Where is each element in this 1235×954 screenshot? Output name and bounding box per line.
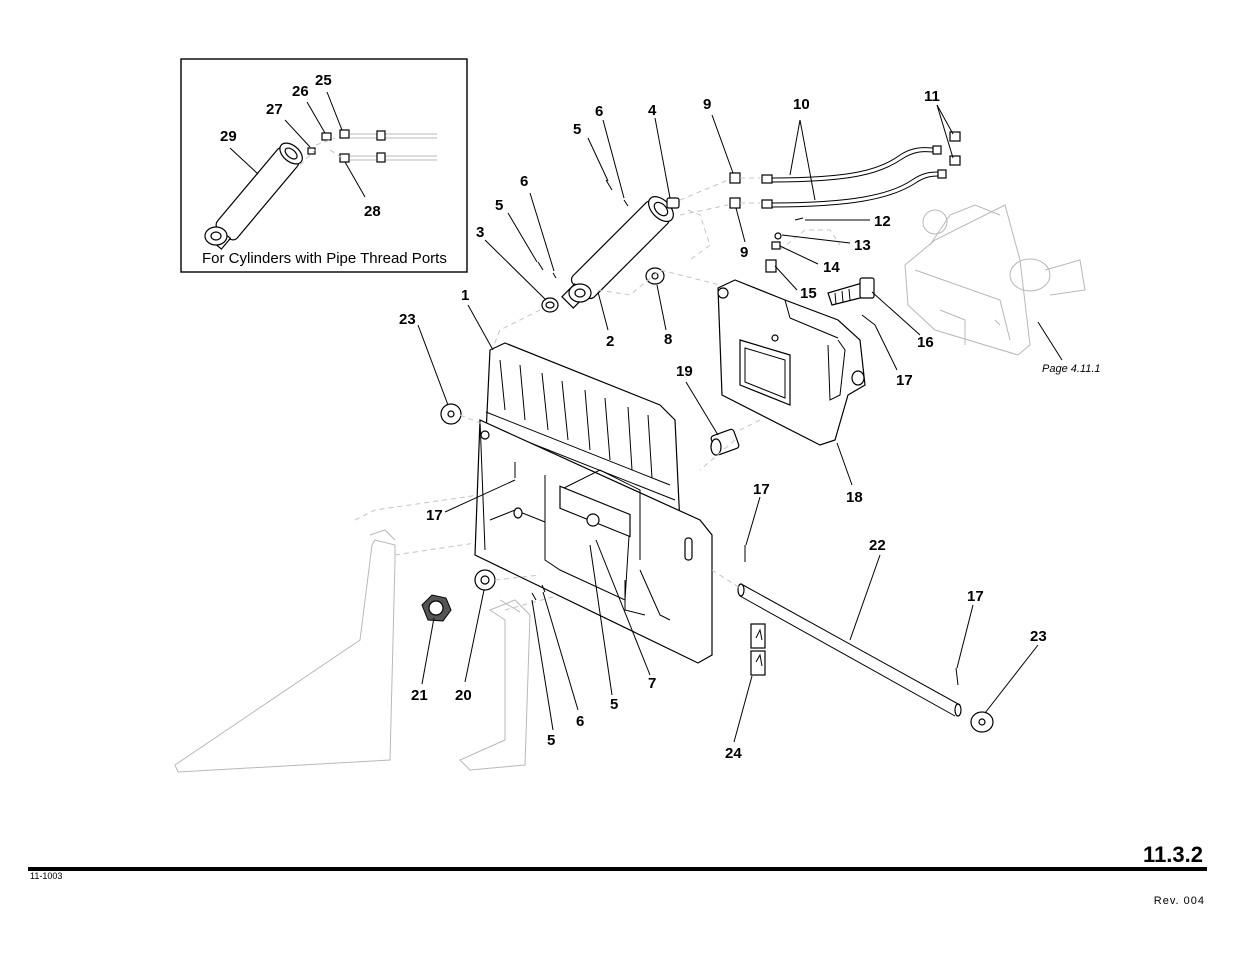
- callout-1: 1: [461, 287, 469, 304]
- callout-5: 5: [610, 696, 618, 713]
- page-reference: Page 4.11.1: [1042, 363, 1101, 375]
- callout-12: 12: [874, 213, 891, 230]
- callout-14: 14: [823, 259, 840, 276]
- callout-5: 5: [573, 121, 581, 138]
- reference-attachment-outline: Page 4.11.1: [904, 204, 1101, 375]
- revision-label: Rev. 004: [1153, 895, 1205, 907]
- callout-7: 7: [648, 675, 656, 692]
- callout-29: 29: [220, 128, 237, 145]
- callout-22: 22: [869, 537, 886, 554]
- carriage-frame: [474, 342, 713, 664]
- assembly-lines: [459, 209, 841, 581]
- drawing-number: 11-1003: [30, 871, 63, 881]
- inset-pipe-thread-ports: 29 27 26 25 28 For Cylinders with Pipe T…: [180, 58, 468, 273]
- hydraulic-cylinder: [561, 196, 674, 309]
- callout-16: 16: [917, 334, 934, 351]
- callout-2: 2: [606, 333, 614, 350]
- callout-9: 9: [703, 96, 711, 113]
- callout-17: 17: [896, 372, 913, 389]
- callout-15: 15: [800, 285, 817, 302]
- callout-10: 10: [793, 96, 810, 113]
- callout-17: 17: [967, 588, 984, 605]
- hardware: [421, 131, 961, 686]
- callout-11: 11: [924, 88, 940, 105]
- callout-13: 13: [854, 237, 871, 254]
- callout-8: 8: [664, 331, 672, 348]
- callout-20: 20: [455, 687, 472, 704]
- callout-18: 18: [846, 489, 863, 506]
- callout-6: 6: [595, 103, 603, 120]
- decal: [750, 623, 766, 676]
- footer-rule: [28, 867, 1207, 871]
- callout-27: 27: [266, 101, 283, 118]
- callout-5: 5: [547, 732, 555, 749]
- callout-25: 25: [315, 72, 332, 89]
- inset-caption: For Cylinders with Pipe Thread Ports: [202, 250, 447, 267]
- callout-23: 23: [1030, 628, 1047, 645]
- leader-lines: [417, 104, 1039, 743]
- callout-6: 6: [520, 173, 528, 190]
- callout-26: 26: [292, 83, 309, 100]
- callout-21: 21: [411, 687, 428, 704]
- callout-3: 3: [476, 224, 484, 241]
- callout-24: 24: [725, 745, 742, 762]
- section-number: 11.3.2: [1143, 842, 1203, 867]
- callout-19: 19: [676, 363, 693, 380]
- callout-23: 23: [399, 311, 416, 328]
- callout-5: 5: [495, 197, 503, 214]
- callout-numbers: 1 2 3 4 5 5 5 5 6 6 6 7 8 9 9 10 11 12 1…: [399, 88, 1047, 762]
- mounting-bracket: [717, 279, 866, 446]
- callout-17: 17: [426, 507, 443, 524]
- callout-9: 9: [740, 244, 748, 261]
- callout-28: 28: [364, 203, 381, 220]
- callout-6: 6: [576, 713, 584, 730]
- callout-4: 4: [648, 102, 657, 119]
- callout-17: 17: [753, 481, 770, 498]
- pivot-pin: [711, 569, 994, 733]
